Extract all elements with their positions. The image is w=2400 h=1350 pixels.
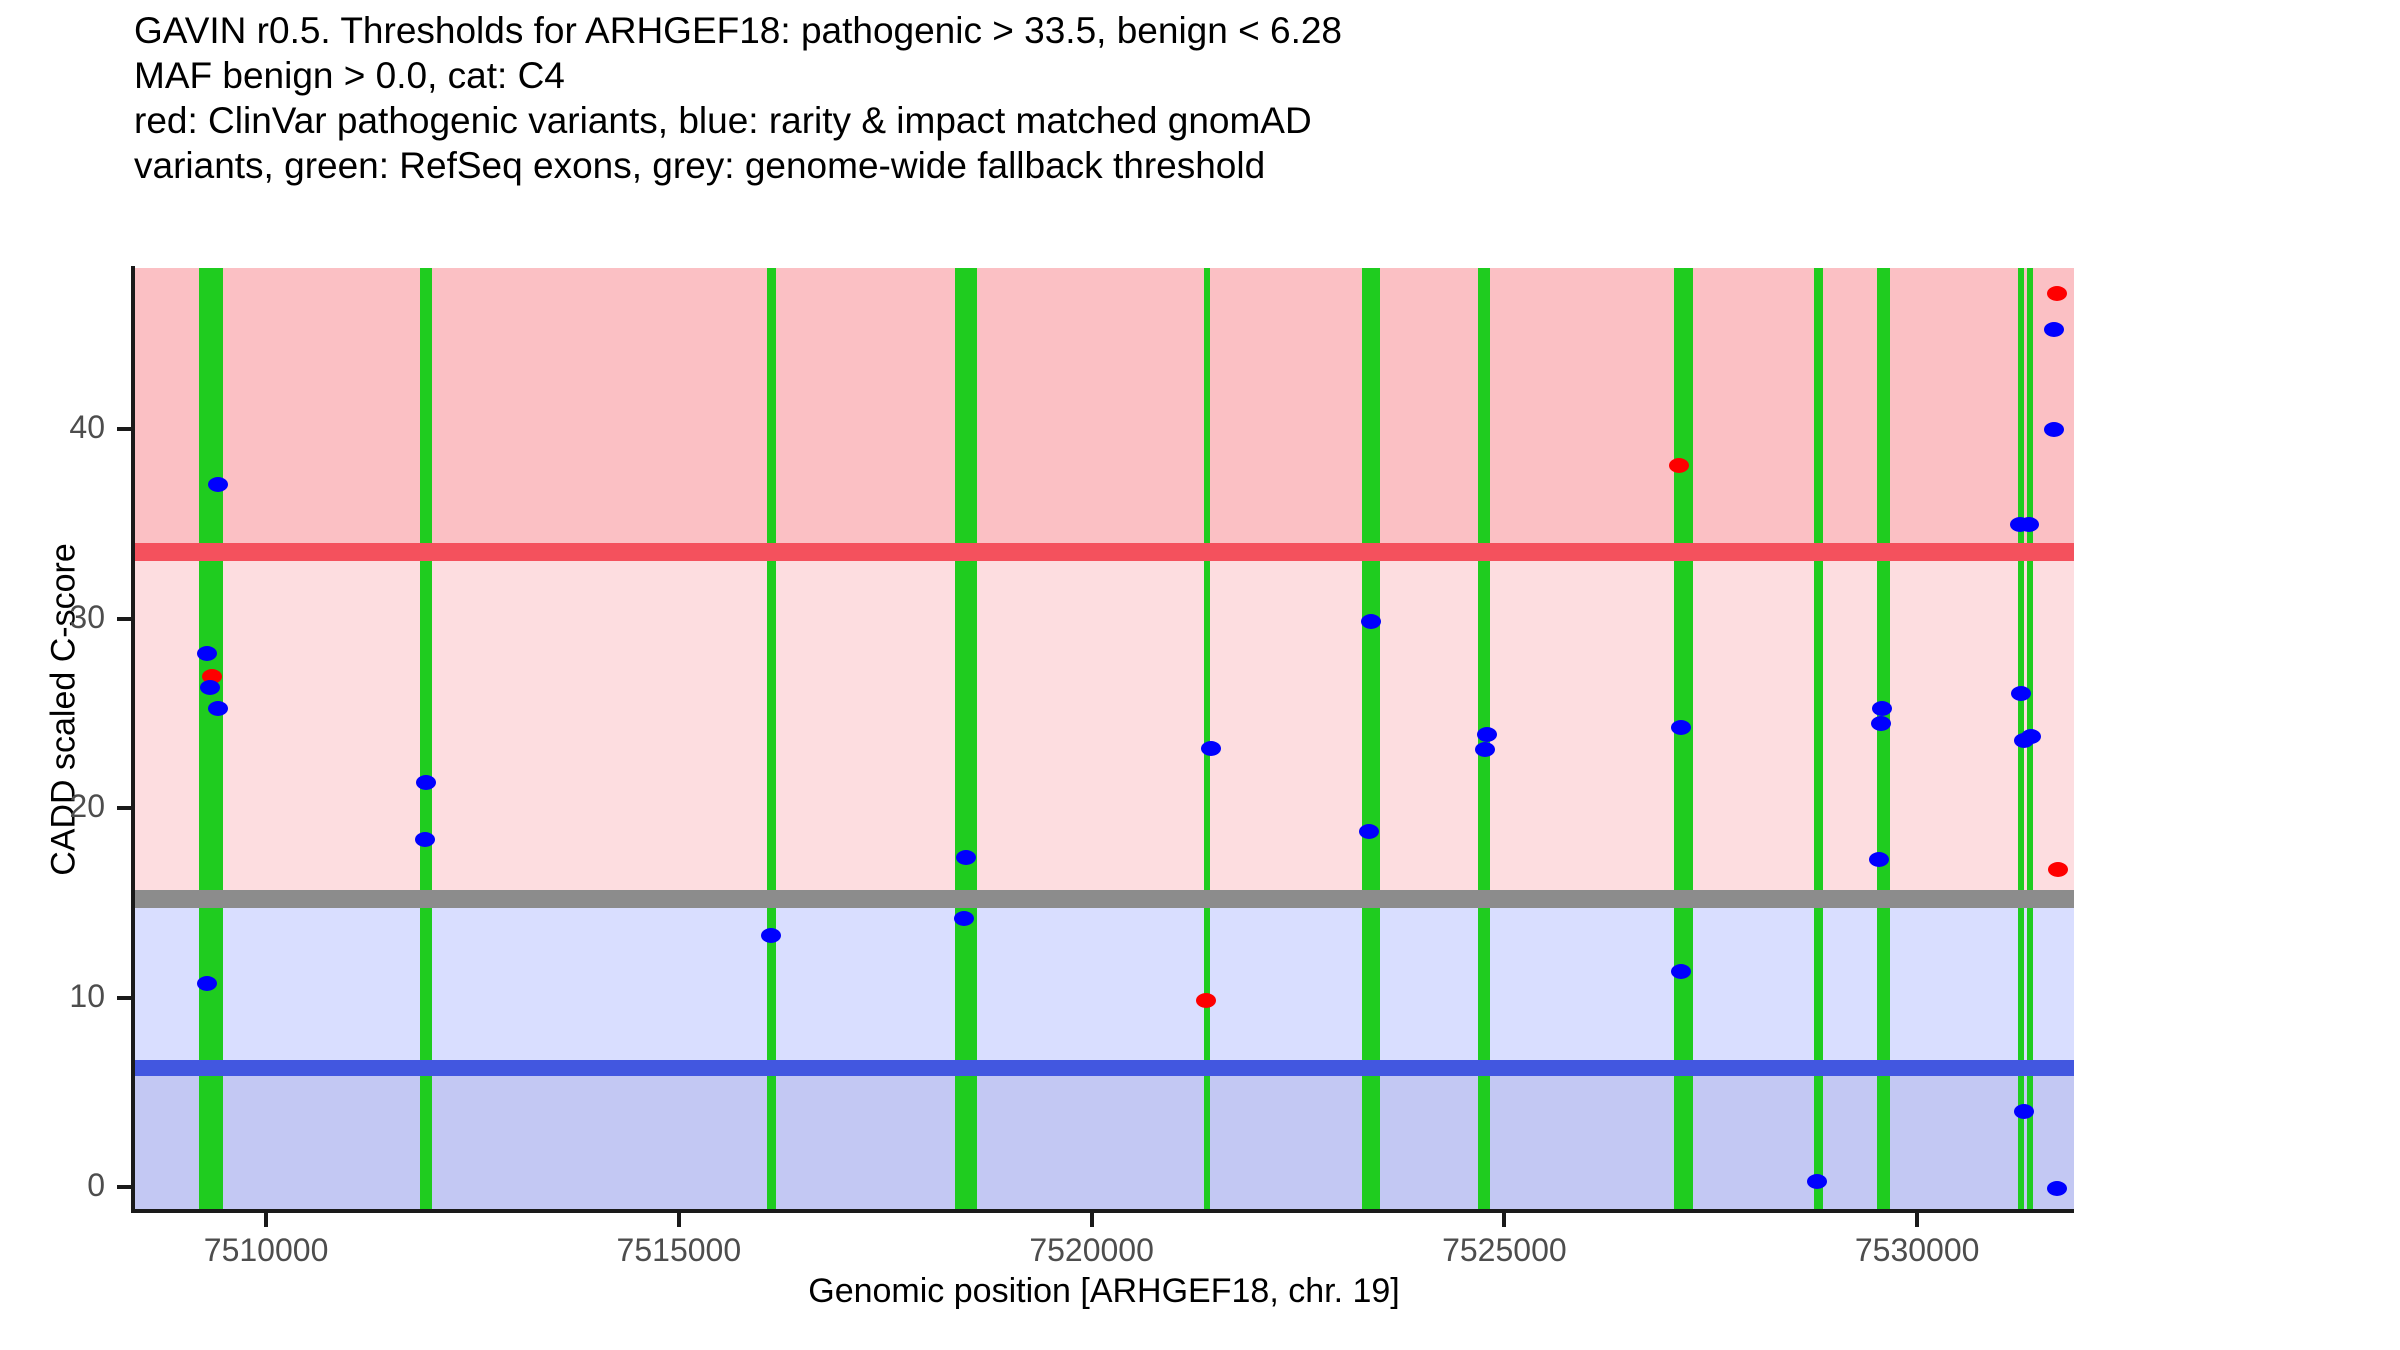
- gnomad-variant-point[interactable]: [2044, 422, 2065, 438]
- band-pathogenic-zone: [134, 268, 2074, 553]
- gnomad-variant-point[interactable]: [953, 911, 974, 927]
- x-tick-mark: [1089, 1213, 1094, 1227]
- x-tick-label: 7515000: [616, 1232, 742, 1268]
- y-tick-mark: [117, 616, 131, 621]
- exon-bar: [1361, 268, 1380, 1210]
- gnomad-variant-point[interactable]: [197, 645, 218, 661]
- band-benign-zone: [134, 1068, 2074, 1210]
- x-tick-label: 7530000: [1854, 1232, 1980, 1268]
- title-line-4: variants, green: RefSeq exons, grey: gen…: [134, 145, 1266, 186]
- exon-bar: [420, 268, 432, 1210]
- y-tick-label: 0: [87, 1167, 105, 1204]
- gnomad-variant-point[interactable]: [1670, 964, 1691, 980]
- gnomad-variant-point[interactable]: [2046, 1181, 2067, 1197]
- gnomad-variant-point[interactable]: [2043, 321, 2064, 337]
- y-tick-mark: [117, 806, 131, 811]
- y-tick-label: 40: [69, 409, 105, 446]
- gnomad-variant-point[interactable]: [208, 477, 229, 493]
- gnomad-variant-point[interactable]: [1358, 823, 1379, 839]
- y-tick-label: 20: [69, 788, 105, 825]
- benign-threshold-line: [134, 1060, 2074, 1077]
- x-tick-mark: [1915, 1213, 1920, 1227]
- gnomad-variant-point[interactable]: [415, 831, 436, 847]
- x-tick-label: 7520000: [1029, 1232, 1154, 1268]
- x-axis-title: Genomic position [ARHGEF18, chr. 19]: [808, 1272, 1400, 1310]
- exon-bar: [199, 268, 224, 1210]
- exon-bar: [766, 268, 777, 1210]
- gnomad-variant-point[interactable]: [1201, 740, 1222, 756]
- gnomad-variant-point[interactable]: [416, 774, 437, 790]
- gnomad-variant-point[interactable]: [761, 928, 782, 944]
- pathogenic-variant-point[interactable]: [1196, 992, 1217, 1008]
- pathogenic-variant-point[interactable]: [1668, 458, 1689, 474]
- title-line-1: GAVIN r0.5. Thresholds for ARHGEF18: pat…: [134, 10, 1343, 51]
- x-tick-label: 7525000: [1442, 1232, 1567, 1268]
- gnomad-variant-point[interactable]: [2018, 516, 2039, 532]
- gnomad-variant-point[interactable]: [1871, 700, 1892, 716]
- chart-title-block: GAVIN r0.5. Thresholds for ARHGEF18: pat…: [134, 8, 2234, 188]
- x-tick-label: 7510000: [203, 1232, 329, 1268]
- gnomad-variant-point[interactable]: [2010, 685, 2031, 701]
- pathogenic-variant-point[interactable]: [202, 668, 223, 684]
- exon-bar: [1813, 268, 1824, 1210]
- gnomad-variant-point[interactable]: [1807, 1173, 1828, 1189]
- gnomad-variant-point[interactable]: [197, 975, 218, 991]
- gnomad-variant-point[interactable]: [199, 679, 220, 695]
- gnomad-variant-point[interactable]: [2021, 729, 2042, 745]
- y-tick-mark: [117, 1185, 131, 1190]
- gnomad-variant-point[interactable]: [1871, 715, 1892, 731]
- x-tick-mark: [264, 1213, 269, 1227]
- y-tick-mark: [117, 427, 131, 432]
- x-axis-line: [131, 1209, 2074, 1213]
- gnomad-variant-point[interactable]: [1671, 719, 1692, 735]
- exon-bar: [1204, 268, 1211, 1210]
- y-axis-title: CADD scaled C-score: [44, 543, 83, 876]
- gnomad-variant-point[interactable]: [1361, 613, 1382, 629]
- gnomad-variant-point[interactable]: [956, 850, 977, 866]
- exon-bar: [954, 268, 977, 1210]
- fallback-threshold-line: [134, 890, 2074, 909]
- gnomad-variant-point[interactable]: [1475, 742, 1496, 758]
- exon-bar: [1876, 268, 1890, 1210]
- gnomad-variant-point[interactable]: [2013, 1104, 2034, 1120]
- gnomad-variant-point[interactable]: [1869, 852, 1890, 868]
- y-tick-mark: [117, 995, 131, 1000]
- x-tick-mark: [676, 1213, 681, 1227]
- title-line-3: red: ClinVar pathogenic variants, blue: …: [134, 100, 1312, 141]
- pathogenic-variant-point[interactable]: [2047, 285, 2068, 301]
- title-line-2: MAF benign > 0.0, cat: C4: [134, 55, 565, 96]
- plot-panel: [134, 268, 2074, 1210]
- pathogenic-threshold-line: [134, 543, 2074, 562]
- gnomad-variant-point[interactable]: [208, 700, 229, 716]
- band-vous-lower-zone: [134, 899, 2074, 1069]
- y-axis-line: [131, 266, 135, 1213]
- y-tick-label: 10: [69, 977, 105, 1014]
- x-tick-mark: [1502, 1213, 1507, 1227]
- y-tick-label: 30: [69, 598, 105, 635]
- pathogenic-variant-point[interactable]: [2047, 861, 2068, 877]
- band-vous-upper-zone: [134, 552, 2074, 900]
- gnomad-variant-point[interactable]: [1477, 727, 1498, 743]
